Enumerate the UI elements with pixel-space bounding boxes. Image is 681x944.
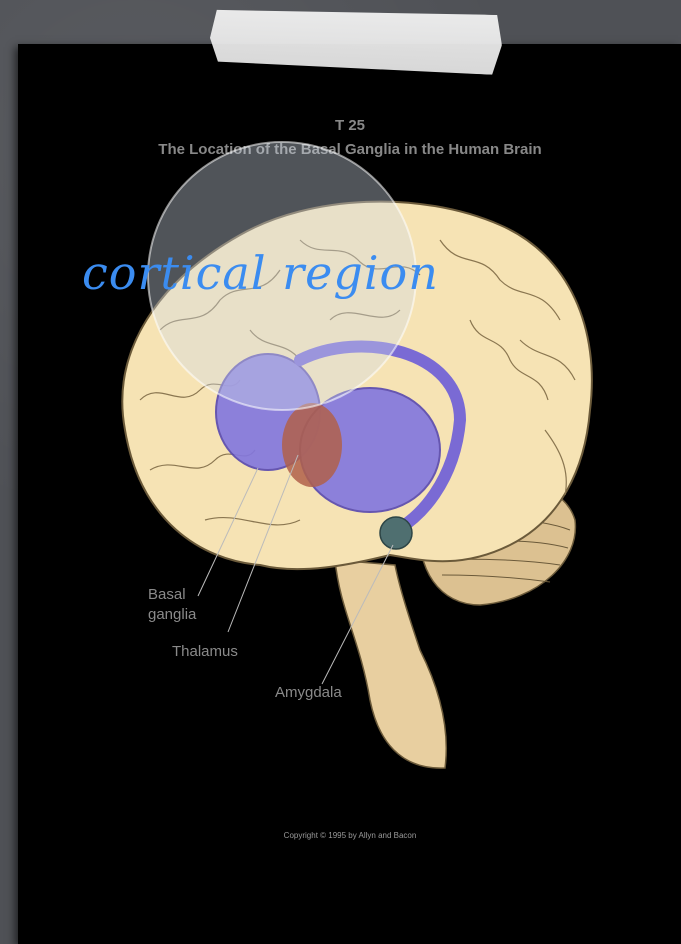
amygdala-shape	[380, 517, 412, 549]
thalamus-shape	[282, 403, 342, 487]
cortical-region-annotation: cortical region	[82, 246, 439, 300]
label-amygdala: Amygdala	[275, 684, 342, 701]
copyright-text: Copyright © 1995 by Allyn and Bacon	[230, 831, 470, 840]
label-basal-ganglia-1: Basal	[148, 586, 186, 603]
label-thalamus: Thalamus	[172, 643, 238, 660]
brainstem	[335, 560, 446, 768]
label-basal-ganglia-2: ganglia	[148, 606, 196, 623]
